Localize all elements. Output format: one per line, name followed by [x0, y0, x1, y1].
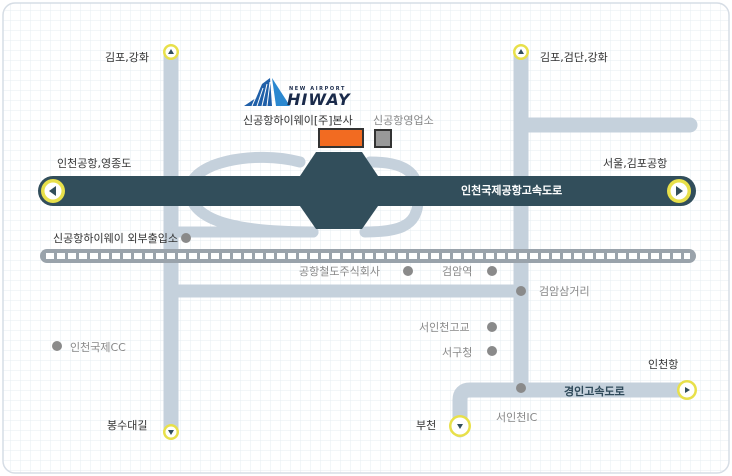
arrow-left-icon [41, 179, 65, 203]
poi-dot-icon [516, 383, 526, 393]
place-incheon-cc: 인천국제CC [70, 341, 126, 354]
place-geomam-station: 검암역 [442, 265, 473, 278]
logo-brand: HIWAY [287, 90, 351, 109]
airport-expressway [38, 152, 696, 229]
logo-subtitle: NEW AIRPORT [289, 86, 346, 92]
destination-bucheon: 부천 [416, 419, 437, 432]
destination-east: 서울,김포공항 [603, 157, 668, 170]
destination-left-top: 김포,강화 [105, 51, 149, 64]
poi-dot-icon [516, 286, 526, 296]
destination-right-top: 김포,검단,강화 [540, 51, 608, 64]
place-geomam-junction: 검암삼거리 [539, 285, 590, 298]
main-office-label: 신공항하이웨이[주]본사 [243, 114, 353, 127]
poi-dot-icon [403, 266, 413, 276]
arrow-up-icon [163, 44, 179, 60]
arrow-up-icon [513, 44, 529, 60]
railway [40, 249, 696, 263]
poi-dot-icon [487, 346, 497, 356]
road-gyeongin [452, 382, 696, 438]
place-seoin-school: 서인천고교 [419, 321, 470, 334]
destination-bongsu: 봉수대길 [107, 419, 148, 432]
arrow-right-icon [677, 380, 697, 400]
place-seoin-ic: 서인천IC [496, 411, 538, 424]
hiway-logo-mark [244, 78, 290, 107]
arrow-down-icon [449, 415, 471, 437]
arrow-down-icon [163, 424, 179, 440]
poi-dot-icon [487, 266, 497, 276]
place-seogu-office: 서구청 [442, 346, 473, 359]
poi-dot-icon [487, 322, 497, 332]
business-office-marker[interactable] [374, 129, 392, 148]
destination-west: 인천공항,영종도 [57, 157, 132, 170]
poi-dot-icon [52, 341, 62, 351]
arrow-right-icon [667, 179, 691, 203]
main-office-marker[interactable] [318, 128, 364, 148]
place-railway-co: 공항철도주식회사 [299, 265, 380, 278]
destination-incheon-port: 인천항 [648, 358, 679, 371]
business-office-label: 신공항영업소 [373, 114, 434, 127]
airport-expressway-label: 인천국제공항고속도로 [461, 184, 563, 197]
gyeongin-expressway-label: 경인고속도로 [564, 385, 625, 398]
place-exit: 신공항하이웨이 외부출입소 [53, 232, 178, 245]
interchange-hub [300, 152, 378, 229]
poi-dot-icon [181, 233, 191, 243]
markers [41, 44, 697, 440]
